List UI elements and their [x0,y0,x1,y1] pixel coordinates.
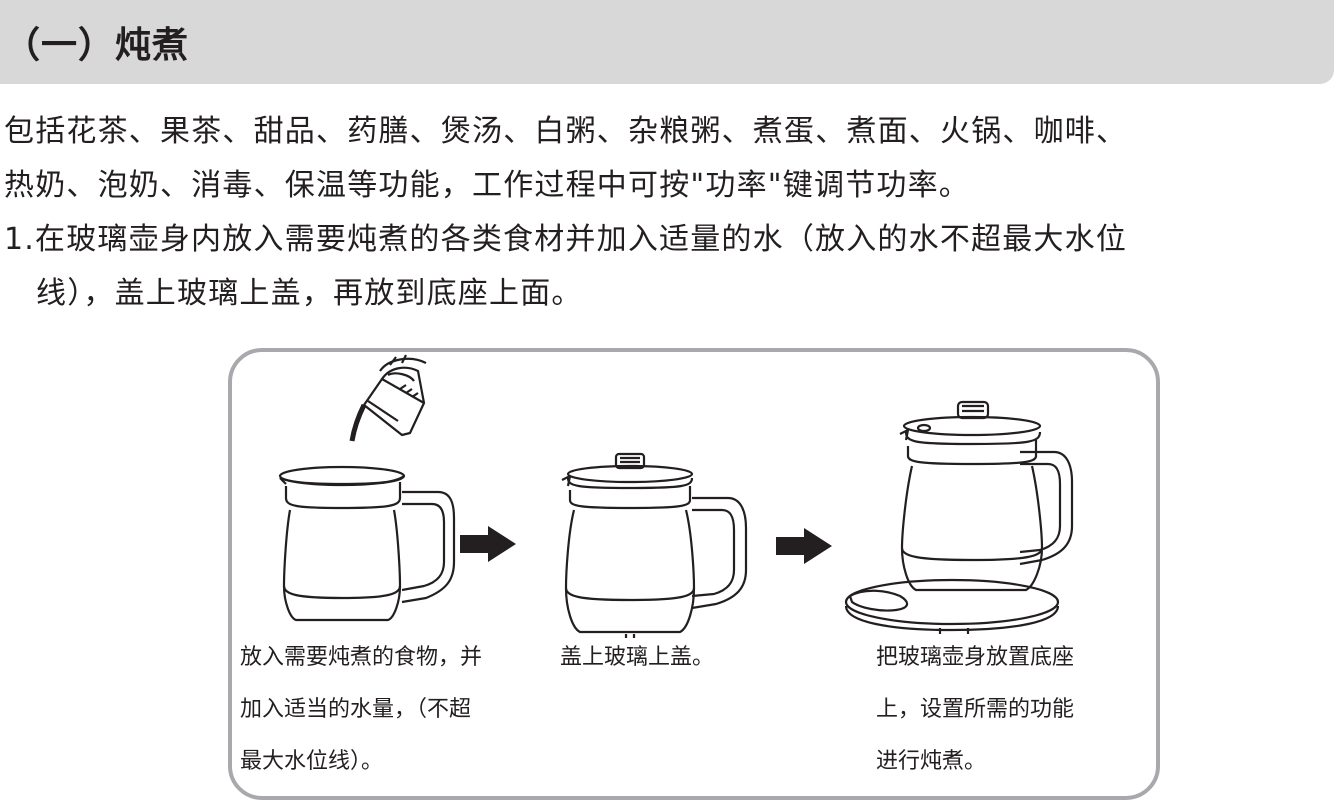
step-1-line-2: 线），盖上玻璃上盖，再放到底座上面。 [36,276,583,311]
intro-line-2: 热奶、泡奶、消毒、保温等功能，工作过程中可按"功率"键调节功率。 [4,168,970,203]
caption-cover-lid: 盖上玻璃上盖。 [560,632,714,684]
kettle-on-base-icon [844,400,1074,634]
open-kettle-icon [278,465,456,622]
caption-line: 最大水位线）。 [240,749,384,774]
measuring-cup-icon [349,354,427,442]
section-header-bar [0,0,1334,84]
lidded-kettle-icon [561,452,748,638]
caption-line: 上，设置所需的功能 [876,697,1075,722]
caption-line: 盖上玻璃上盖。 [560,645,715,670]
arrow-right-icon [460,526,516,562]
caption-place-on-base: 把玻璃壶身放置底座 上，设置所需的功能 进行炖煮。 [876,632,1074,788]
caption-line: 放入需要炖煮的食物，并 [240,645,483,670]
step-1-line-1: 1.在玻璃壶身内放入需要炖煮的各类食材并加入适量的水（放入的水不超最大水位 [4,222,1128,257]
caption-line: 把玻璃壶身放置底座 [876,645,1075,670]
caption-line: 进行炖煮。 [876,749,987,774]
caption-line: 加入适当的水量，（不超 [240,697,472,722]
illustration-frame [228,348,1160,800]
intro-line-1: 包括花茶、果茶、甜品、药膳、煲汤、白粥、杂粮粥、煮蛋、煮面、火锅、咖啡、 [4,114,1128,149]
arrow-right-icon [776,528,832,564]
caption-add-food: 放入需要炖煮的食物，并 加入适当的水量，（不超 最大水位线）。 [240,632,482,788]
section-title: （一）炖煮 [4,25,190,66]
